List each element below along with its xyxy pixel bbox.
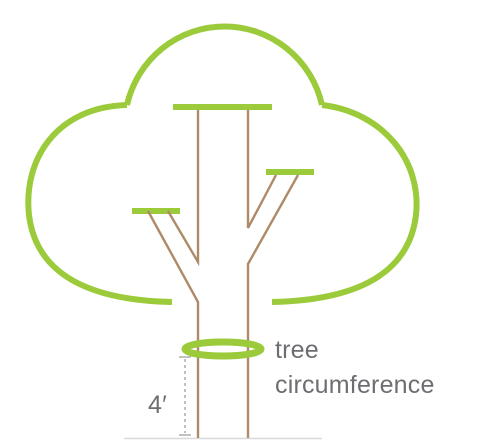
canopy-left-lobe bbox=[25, 102, 173, 305]
tree-trunk bbox=[146, 110, 300, 438]
trunk-right-edge bbox=[246, 110, 300, 438]
circumference-label-line2: circumference bbox=[275, 371, 435, 399]
trunk-left-edge bbox=[146, 110, 200, 438]
height-marker bbox=[179, 356, 191, 436]
canopy-top-lobe bbox=[124, 23, 325, 106]
canopy-right-lobe bbox=[271, 102, 420, 305]
tree-canopy bbox=[25, 23, 420, 305]
height-label: 4′ bbox=[148, 391, 167, 419]
circumference-label-line1: tree bbox=[275, 336, 319, 364]
circumference-ring bbox=[181, 338, 265, 360]
